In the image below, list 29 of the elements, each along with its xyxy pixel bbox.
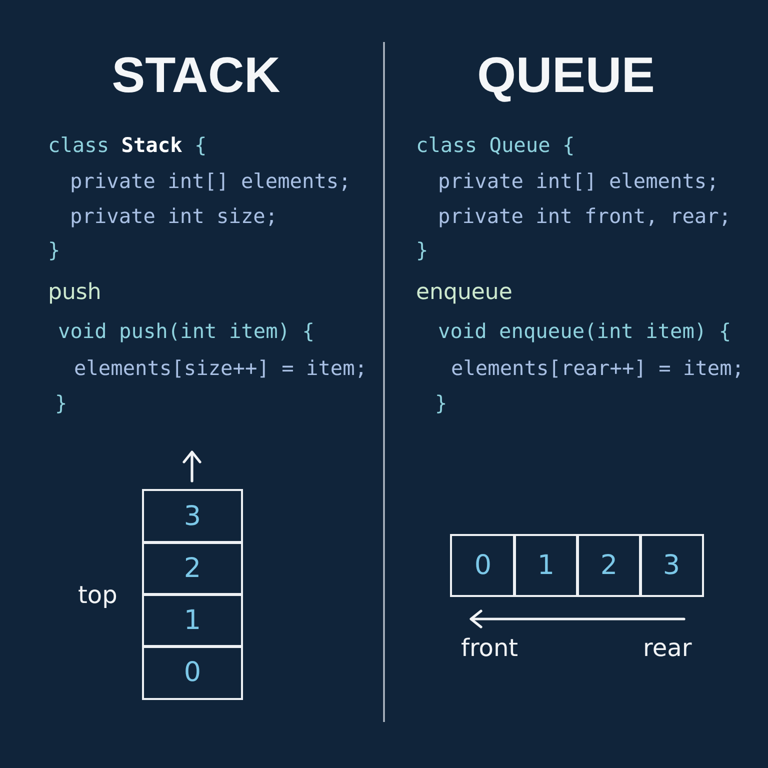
stack-slot: 1 (142, 593, 243, 648)
queue-slot: 1 (513, 534, 579, 597)
code-line: elements[rear++] = item; (451, 356, 744, 380)
queue-slot: 3 (639, 534, 704, 597)
code-line: class Queue { (416, 132, 575, 158)
method-label: enqueue (416, 280, 512, 306)
code-line: } (416, 238, 428, 262)
method-label: push (48, 280, 102, 306)
code-line: private int front, rear; (438, 204, 732, 228)
code-line: private int[] elements; (70, 168, 351, 194)
section-heading: QUEUE (477, 46, 655, 105)
stack-slot: 0 (142, 645, 243, 700)
code-line: } (48, 238, 60, 262)
code-line: void push(int item) { (58, 318, 314, 344)
section-heading: STACK (112, 46, 280, 105)
code-line: private int[] elements; (438, 168, 719, 194)
stack-slot: 3 (142, 489, 243, 544)
pointer-label: front (461, 634, 518, 662)
code-line: } (55, 390, 68, 416)
stack-slot: 2 (142, 541, 243, 596)
code-line: class Stack { (48, 132, 207, 158)
code-line: void enqueue(int item) { (438, 318, 732, 344)
pointer-label: rear (643, 634, 692, 662)
code-line: elements[size++] = item; (74, 356, 368, 380)
queue-slot: 0 (450, 534, 516, 597)
queue-slot: 2 (576, 534, 642, 597)
code-line: } (435, 390, 448, 416)
pointer-label: top (78, 580, 118, 610)
code-line: private int size; (70, 204, 278, 228)
